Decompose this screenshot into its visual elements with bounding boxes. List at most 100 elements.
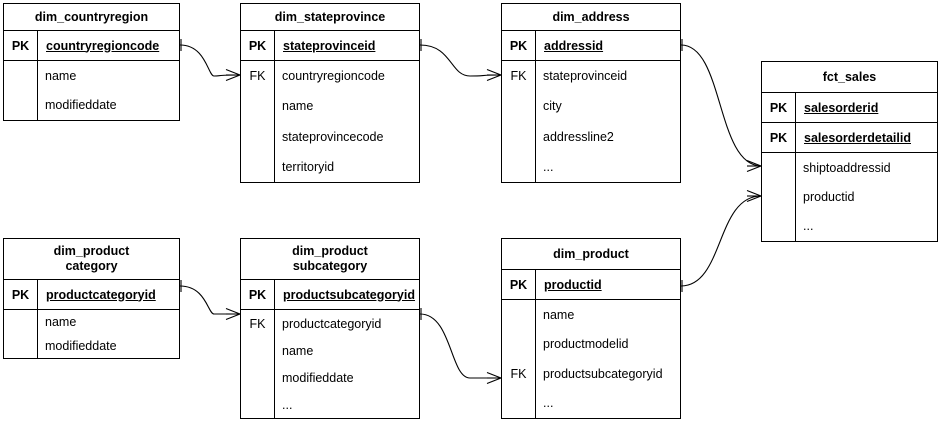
- attribute-row[interactable]: ...: [502, 389, 680, 419]
- attribute-row[interactable]: productid: [762, 182, 937, 211]
- column-name: salesorderdetailid: [795, 123, 937, 152]
- column-name-text: modifieddate: [45, 339, 117, 353]
- key-label: [502, 122, 535, 152]
- relationship-line: [680, 44, 762, 167]
- key-label: FK: [510, 69, 527, 84]
- pk-row[interactable]: PK salesorderdetailid: [762, 123, 937, 153]
- relationship-rel-subcategory-product: [419, 308, 502, 385]
- column-name-text: stateprovincecode: [282, 129, 384, 144]
- column-name: productid: [535, 270, 680, 299]
- key-label: [4, 334, 37, 358]
- cardinality-many-prong: [225, 307, 241, 315]
- column-name-text: productid: [803, 189, 855, 204]
- column-name: addressline2: [535, 122, 680, 152]
- column-name: productsubcategoryid: [274, 280, 419, 309]
- attribute-row[interactable]: name: [241, 91, 419, 121]
- key-label: PK: [248, 287, 267, 302]
- column-name: productsubcategoryid: [535, 359, 680, 389]
- column-name: productmodelid: [535, 330, 680, 360]
- column-name-text: productcategoryid: [46, 287, 156, 302]
- cardinality-many-prong: [746, 195, 762, 203]
- attribute-row[interactable]: name: [4, 61, 179, 91]
- key-label: [241, 122, 274, 152]
- column-name-text: addressline2: [543, 129, 614, 144]
- attribute-row[interactable]: territoryid: [241, 152, 419, 182]
- column-name: territoryid: [274, 152, 419, 182]
- column-name-text: ...: [543, 159, 554, 174]
- key-label: [241, 364, 274, 391]
- key-label: PK: [11, 38, 30, 53]
- column-name: ...: [535, 389, 680, 419]
- attribute-row[interactable]: modifieddate: [241, 364, 419, 391]
- attribute-row[interactable]: modifieddate: [4, 334, 179, 358]
- key-label: [762, 153, 795, 182]
- column-name-text: name: [282, 99, 314, 114]
- column-name-text: salesorderdetailid: [804, 130, 911, 145]
- attribute-row[interactable]: productmodelid: [502, 330, 680, 360]
- attribute-row[interactable]: stateprovincecode: [241, 122, 419, 152]
- column-name: productcategoryid: [274, 310, 419, 337]
- attribute-list: shiptoaddressid productid...: [762, 153, 937, 241]
- column-name-text: name: [543, 307, 575, 322]
- column-name-text: shiptoaddressid: [803, 160, 891, 175]
- pk-row[interactable]: PK productsubcategoryid: [241, 280, 419, 310]
- attribute-row[interactable]: addressline2: [502, 122, 680, 152]
- pk-row[interactable]: PK countryregioncode: [4, 31, 179, 61]
- key-label: PK: [248, 38, 267, 53]
- key-label: [241, 91, 274, 121]
- column-name-text: name: [45, 68, 77, 83]
- attribute-row[interactable]: ...: [502, 152, 680, 182]
- column-name: name: [274, 337, 419, 364]
- attribute-row[interactable]: name: [502, 300, 680, 330]
- entity-title-dim_countryregion: dim_countryregion: [4, 4, 179, 31]
- column-name-text: city: [543, 99, 562, 114]
- key-label: [502, 330, 535, 360]
- key-label: [762, 182, 795, 211]
- relationship-rel-product-sales: [680, 189, 762, 292]
- relationship-rel-productcategory-subcategory: [179, 280, 241, 321]
- attribute-row[interactable]: FK stateprovinceid: [502, 61, 680, 91]
- cardinality-many-prong: [746, 165, 762, 173]
- column-name: countryregioncode: [37, 31, 179, 60]
- cardinality-many-prong: [486, 371, 502, 379]
- relationship-line: [179, 44, 241, 77]
- entity-title-dim_productcategory: dim_product category: [4, 239, 179, 280]
- column-name-text: countryregioncode: [46, 38, 160, 53]
- column-name: modifieddate: [37, 334, 179, 358]
- key-label: [241, 337, 274, 364]
- column-name-text: ...: [282, 397, 293, 412]
- entity-title-dim_address: dim_address: [502, 4, 680, 31]
- column-name: salesorderid: [795, 93, 937, 122]
- attribute-row[interactable]: shiptoaddressid: [762, 153, 937, 182]
- attribute-row[interactable]: city: [502, 91, 680, 121]
- attribute-row[interactable]: name: [4, 310, 179, 334]
- column-name: stateprovincecode: [274, 122, 419, 152]
- column-name: stateprovinceid: [535, 61, 680, 91]
- attribute-row[interactable]: ...: [241, 391, 419, 418]
- column-name: city: [535, 91, 680, 121]
- cardinality-many-prong: [486, 74, 502, 82]
- attribute-row[interactable]: name: [241, 337, 419, 364]
- attribute-row[interactable]: modifieddate: [4, 91, 179, 121]
- column-name: productcategoryid: [37, 280, 179, 309]
- relationship-line: [419, 313, 501, 379]
- key-label: PK: [769, 130, 788, 145]
- column-name: name: [535, 300, 680, 330]
- attribute-row[interactable]: ...: [762, 212, 937, 241]
